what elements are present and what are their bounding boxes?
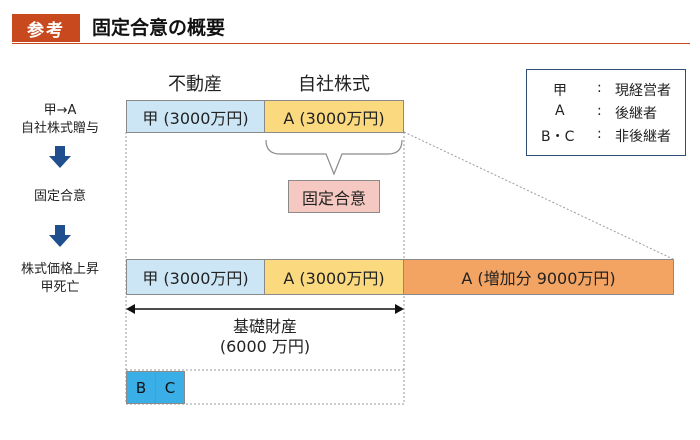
step-gift-line2: 自社株式贈与 [20,121,99,136]
column-header-real-estate: 不動産 [168,74,222,95]
heir-b-box: B [126,371,156,404]
double-arrow-icon [126,304,404,314]
legend-sep: : [597,80,602,96]
down-arrow-icon [49,225,71,247]
row2-real-estate-box: 甲 (3000万円) [126,259,265,295]
legend-key: 甲 [553,83,567,99]
down-arrow-icon [49,146,71,168]
legend-key: B・C [541,129,575,145]
step-rise-line2: 甲死亡 [40,280,80,295]
heir-c-box: C [155,371,185,404]
legend-value: 現経営者 [615,83,671,99]
step-gift-line1: 甲→A [43,103,77,118]
agreement-box: 固定合意 [288,180,380,213]
basis-amount: (6000 万円) [219,337,311,356]
projection-line [403,131,674,260]
page-title: 固定合意の概要 [92,17,226,39]
legend-value: 後継者 [615,106,657,122]
basis-label: 基礎財産 (6000 万円) [126,317,404,357]
step-price-rise: 株式価格上昇 甲死亡 [2,261,118,297]
legend-row: B・C : 非後継者 [527,126,687,146]
step-rise-line1: 株式価格上昇 [20,262,99,277]
header-rule [12,43,690,44]
legend-row: A : 後継者 [527,103,687,123]
step-gift: 甲→A 自社株式贈与 [2,102,118,138]
row2-increase-box: A (増加分 9000万円) [403,259,674,295]
basis-title: 基礎財産 [232,317,297,336]
brace-icon [265,139,403,176]
legend-key: A [555,103,565,119]
legend-box: 甲 : 現経営者 A : 後継者 B・C : 非後継者 [526,69,686,156]
row1-real-estate-box: 甲 (3000万円) [126,100,265,133]
legend-sep: : [597,126,602,142]
step-agreement: 固定合意 [33,189,86,204]
header-badge: 参考 [12,14,80,42]
legend-value: 非後継者 [615,129,671,145]
legend-row: 甲 : 現経営者 [527,80,687,100]
row1-stock-box: A (3000万円) [264,100,404,133]
column-header-own-stock: 自社株式 [298,74,370,95]
legend-sep: : [597,103,602,119]
row2-stock-box: A (3000万円) [264,259,404,295]
